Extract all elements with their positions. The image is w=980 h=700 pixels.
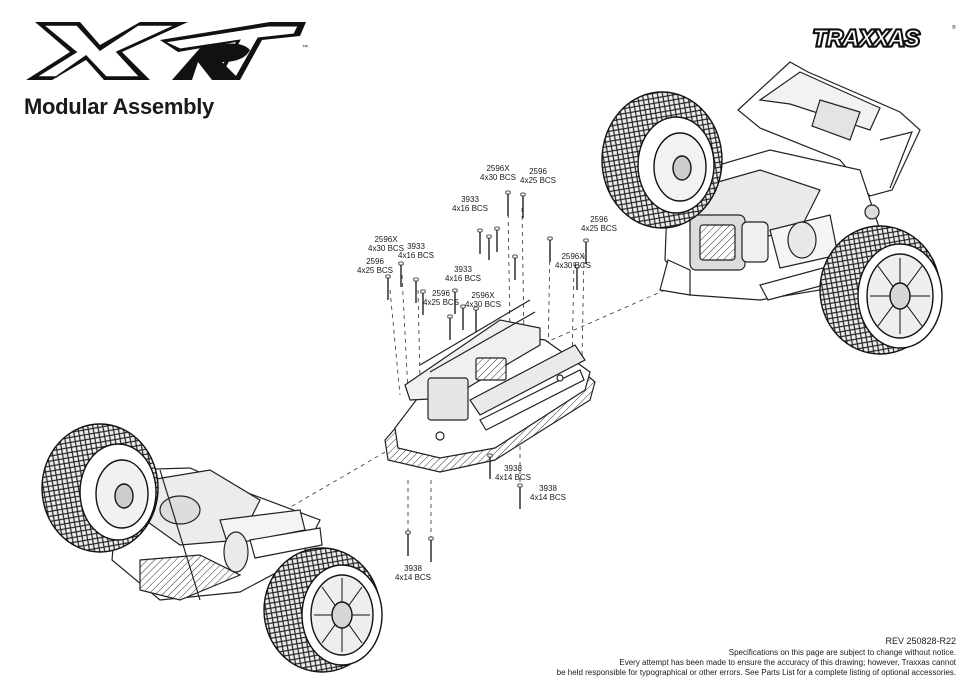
screw-size: 4x16 BCS [445, 273, 482, 283]
xrt-logo: ™ [26, 22, 308, 80]
part-number: 2596X [471, 291, 495, 300]
part-callout: 3933 4x16 BCS [398, 242, 435, 260]
screw-size: 4x25 BCS [357, 265, 394, 275]
screw [447, 314, 453, 341]
part-callout: 2596 4x25 BCS [581, 215, 618, 233]
svg-text:TRAXXAS: TRAXXAS [813, 25, 921, 51]
screw-size: 4x14 BCS [395, 572, 432, 582]
part-callout: 2596X 4x30 BCS [465, 291, 502, 309]
screw [428, 536, 434, 563]
screw [473, 306, 479, 333]
page-title: Modular Assembly [24, 94, 214, 119]
rear-left-wheel [601, 91, 723, 229]
screw [494, 226, 500, 253]
screw-size: 4x30 BCS [555, 260, 592, 270]
front-right-wheel [263, 547, 383, 673]
screw-size: 4x25 BCS [423, 297, 460, 307]
screw-size: 4x30 BCS [465, 299, 502, 309]
svg-text:®: ® [952, 24, 956, 31]
disclaimer-line: Every attempt has been made to ensure th… [619, 658, 956, 667]
disclaimer-line: Specifications on this page are subject … [728, 648, 956, 657]
part-callout: 2596X 4x30 BCS [555, 252, 592, 270]
part-number: 2596 [590, 215, 608, 224]
screw [477, 228, 483, 255]
part-number: 3938 [404, 564, 422, 573]
revision-number: REV 250828-R22 [885, 636, 956, 646]
part-number: 2596 [529, 167, 547, 176]
part-callout: 3938 4x14 BCS [495, 464, 532, 482]
part-callout: 2596X 4x30 BCS [368, 235, 405, 253]
part-callout: 3933 4x16 BCS [452, 195, 489, 213]
traxxas-logo: TRAXXAS TRAXXAS ® [777, 23, 959, 53]
footer: REV 250828-R22 Specifications on this pa… [436, 636, 956, 678]
screw [486, 234, 492, 261]
screw [505, 190, 511, 217]
part-callout: 2596 4x25 BCS [423, 289, 460, 307]
screw [413, 277, 419, 304]
svg-text:TRAXXAS: TRAXXAS [813, 25, 921, 51]
screw-size: 4x25 BCS [520, 175, 557, 185]
part-number: 3933 [407, 242, 425, 251]
front-module [111, 467, 323, 601]
screw-size: 4x16 BCS [398, 250, 435, 260]
part-callout: 3938 4x14 BCS [395, 564, 432, 582]
part-number: 2596X [561, 252, 585, 261]
svg-text:™: ™ [302, 44, 308, 51]
part-callout: 2596 4x25 BCS [357, 257, 394, 275]
part-number: 3933 [454, 265, 472, 274]
screw-size: 4x16 BCS [452, 203, 489, 213]
part-number: 3938 [504, 464, 522, 473]
screw-size: 4x30 BCS [480, 172, 517, 182]
screw-size: 4x14 BCS [530, 492, 567, 502]
part-callout: 2596X 4x30 BCS [480, 164, 517, 182]
center-chassis-module [384, 299, 596, 473]
disclaimer-line: be held responsible for typographical or… [556, 668, 956, 677]
screw [512, 254, 518, 281]
screw [520, 192, 526, 219]
screw-size: 4x30 BCS [368, 243, 405, 253]
part-number: 3933 [461, 195, 479, 204]
part-callout: 2596 4x25 BCS [520, 167, 557, 185]
screw [385, 274, 391, 301]
rear-right-wheel [819, 225, 943, 355]
part-number: 2596 [366, 257, 384, 266]
part-number: 2596X [486, 164, 510, 173]
part-number: 2596X [374, 235, 398, 244]
screw [547, 236, 553, 263]
part-callout: 3933 4x16 BCS [445, 265, 482, 283]
front-left-wheel [41, 423, 159, 553]
screw [405, 530, 411, 557]
part-number: 2596 [432, 289, 450, 298]
part-callout: 3938 4x14 BCS [530, 484, 567, 502]
screw [517, 483, 523, 510]
screw-size: 4x25 BCS [581, 223, 618, 233]
screw-size: 4x14 BCS [495, 472, 532, 482]
part-number: 3938 [539, 484, 557, 493]
